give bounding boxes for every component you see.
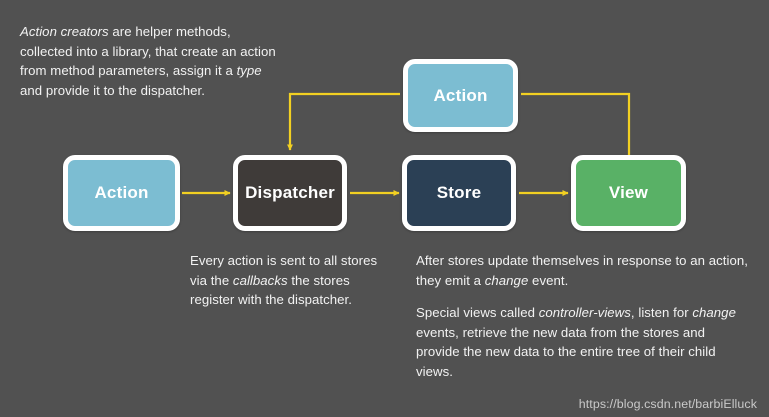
node-store-label: Store — [436, 183, 482, 202]
edge-view-to-action-top — [521, 92, 631, 155]
annotation-view: Special views called controller-views, l… — [416, 305, 740, 379]
annotation-dispatcher: Every action is sent to all stores via t… — [190, 253, 381, 308]
node-action-left-label: Action — [94, 183, 149, 202]
node-action-top[interactable]: Action — [403, 59, 518, 132]
edge-action-top-to-dispatcher — [287, 92, 400, 151]
node-view[interactable]: View — [571, 155, 686, 231]
node-action-top-label: Action — [433, 85, 488, 105]
watermark-url: https://blog.csdn.net/barbiElluck — [578, 397, 757, 411]
annotation-action-creators: Action creators are helper methods, coll… — [20, 24, 280, 98]
node-action-left[interactable]: Action — [63, 155, 180, 231]
node-dispatcher-label: Dispatcher — [245, 183, 335, 202]
node-store[interactable]: Store — [402, 155, 516, 231]
annotation-store: After stores update themselves in respon… — [416, 253, 752, 288]
node-view-label: View — [608, 183, 649, 202]
node-dispatcher[interactable]: Dispatcher — [233, 155, 347, 231]
